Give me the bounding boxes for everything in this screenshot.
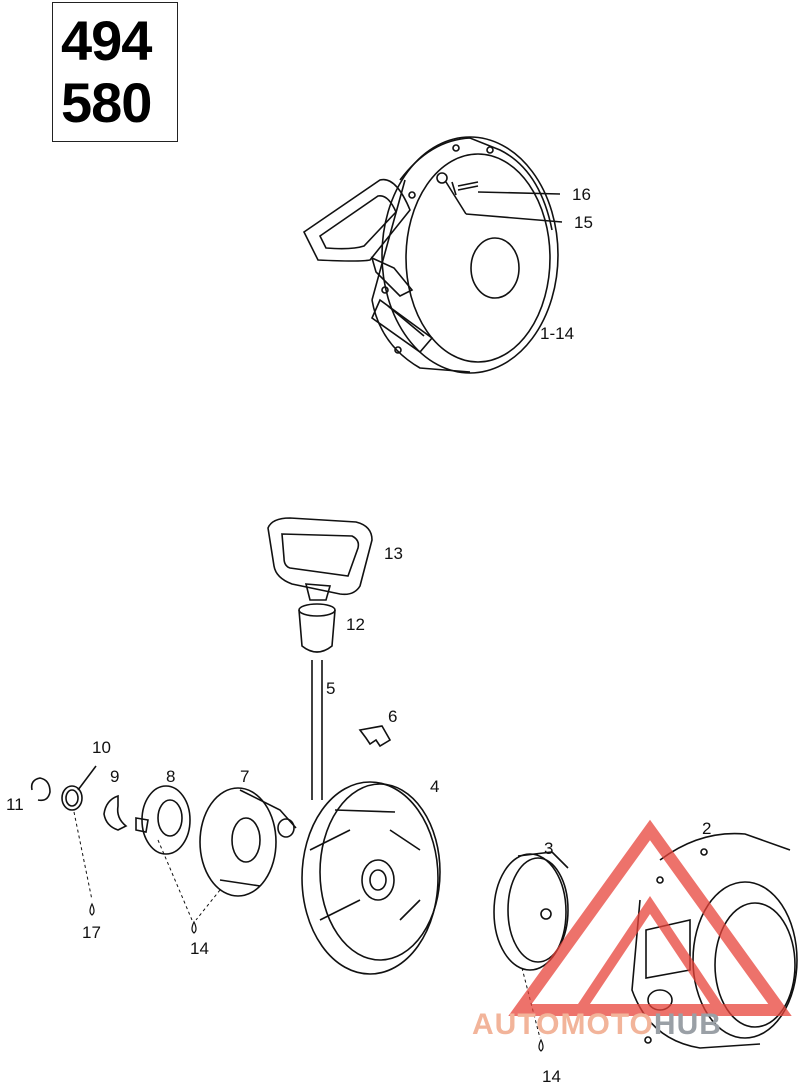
callout-12: 12 bbox=[346, 615, 365, 634]
part-7-guide bbox=[199, 787, 297, 897]
callout-9: 9 bbox=[110, 767, 120, 786]
part-9-clip bbox=[103, 794, 128, 831]
watermark-logo-icon bbox=[508, 819, 792, 1016]
callout-16: 16 bbox=[572, 185, 591, 204]
oil-drop-icon bbox=[89, 902, 95, 916]
model-number-2: 580 bbox=[61, 71, 152, 134]
callout-2: 2 bbox=[702, 819, 712, 838]
part-4-sheave bbox=[301, 781, 441, 975]
part-12-grommet bbox=[298, 603, 336, 653]
starter-assembly-top bbox=[302, 136, 559, 374]
oil-drop-icon bbox=[191, 920, 197, 934]
part-3-spring-housing bbox=[493, 851, 569, 971]
callout-13: 13 bbox=[384, 544, 403, 563]
callout-10: 10 bbox=[92, 738, 111, 757]
callout-15: 15 bbox=[574, 213, 593, 232]
part-2-housing bbox=[631, 832, 798, 1049]
part-5-rope bbox=[311, 660, 323, 800]
model-number-box: 494 580 bbox=[52, 2, 178, 142]
callout-11: 11 bbox=[6, 795, 24, 814]
part-11-circlip bbox=[30, 777, 51, 802]
oil-drop-icon bbox=[538, 1038, 544, 1052]
model-number-1: 494 bbox=[61, 9, 152, 72]
part-8-ratchet bbox=[135, 785, 191, 855]
callout-6: 6 bbox=[388, 707, 398, 726]
watermark-part-1: AUTOMOTO bbox=[472, 1008, 654, 1041]
callout-1-14: 1-14 bbox=[540, 324, 575, 343]
callout-8: 8 bbox=[166, 767, 176, 786]
part-6-pawl bbox=[358, 725, 392, 748]
callout-3: 3 bbox=[544, 839, 554, 858]
callout-14-a: 14 bbox=[190, 939, 209, 958]
callout-5: 5 bbox=[326, 679, 336, 698]
callout-17: 17 bbox=[82, 923, 101, 942]
part-13-handle bbox=[267, 517, 373, 601]
callout-7: 7 bbox=[240, 767, 250, 786]
part-10-spring bbox=[61, 765, 97, 811]
watermark-part-2: HUB bbox=[653, 1008, 722, 1041]
watermark: AUTOMOTOHUB bbox=[472, 1008, 722, 1042]
callout-14-b: 14 bbox=[542, 1067, 561, 1086]
callout-4: 4 bbox=[430, 777, 440, 796]
